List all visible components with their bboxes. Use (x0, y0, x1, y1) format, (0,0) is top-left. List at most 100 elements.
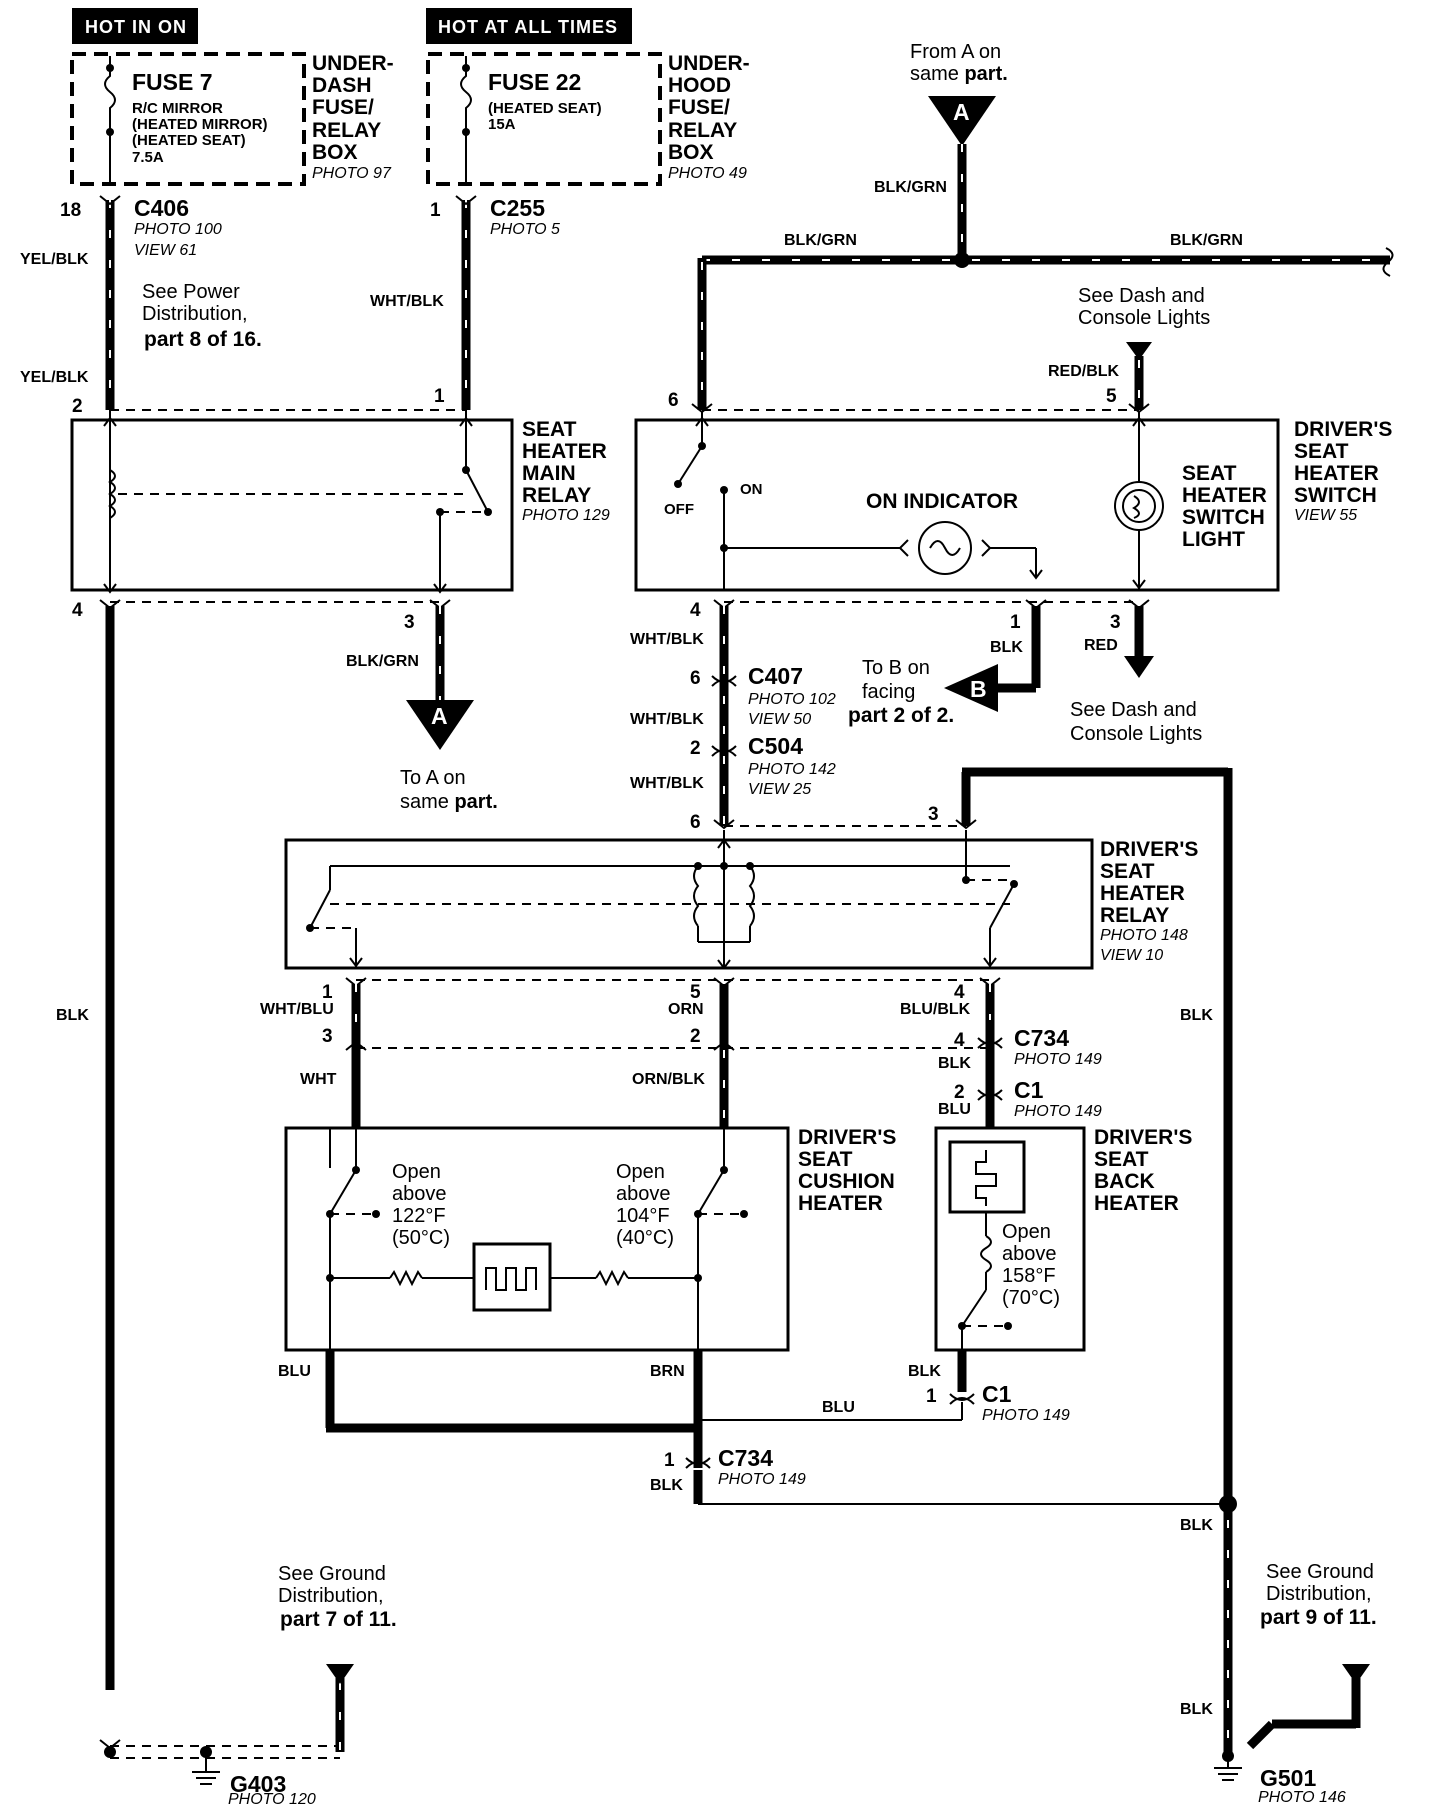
c734-bottom-connector: 1 C734 PHOTO 149 (664, 1445, 806, 1488)
underhood-l5: BOX (668, 141, 714, 164)
relay-photo: PHOTO 148 (1100, 927, 1188, 944)
underhood-l3: FUSE/ (668, 96, 730, 119)
wire-label-wht-blk-4: WHT/BLK (630, 775, 704, 792)
c407-view: VIEW 50 (748, 711, 811, 728)
cushion-t2c: 104°F (616, 1205, 670, 1227)
c406-pin: 18 (60, 200, 81, 221)
cushion-t2d: (40°C) (616, 1227, 674, 1249)
main-relay-l4: RELAY (522, 484, 591, 507)
fuse7-line1: R/C MIRROR (132, 100, 223, 117)
c1-bottom-connector: 1 C1 PHOTO 149 (926, 1381, 1070, 1424)
hot-at-all-times-label: HOT AT ALL TIMES (438, 17, 618, 37)
c734-bottom-pin: 1 (664, 1450, 675, 1471)
underdash-l5: BOX (312, 141, 358, 164)
back-td: (70°C) (1002, 1287, 1060, 1309)
wire-label-blk-left: BLK (56, 1007, 89, 1024)
ground-ref7-l3: part 7 of 11. (280, 1608, 397, 1631)
wire-label-brn: BRN (650, 1363, 685, 1380)
wire-label-blk-right-2: BLK (1180, 1517, 1213, 1534)
cushion-t2b: above (616, 1183, 671, 1205)
underdash-l2: DASH (312, 74, 372, 97)
c504-pin: 2 (690, 738, 701, 759)
to-a-l2a: same (400, 791, 454, 813)
c407-name: C407 (748, 663, 803, 689)
c406-view: VIEW 61 (134, 242, 197, 259)
switch-pin5: 5 (1106, 386, 1117, 407)
fuse7-name: FUSE 7 (132, 69, 213, 95)
to-a-l2b: part. (454, 791, 497, 813)
switch-pin3: 3 (1110, 612, 1121, 633)
underdash-fuse-box: FUSE 7 R/C MIRROR (HEATED MIRROR) (HEATE… (70, 52, 394, 186)
fuse7-line2: (HEATED MIRROR) (132, 116, 268, 133)
to-b-l1: To B on (862, 657, 930, 679)
main-relay-pin4: 4 (72, 600, 83, 621)
wire-label-red: RED (1084, 637, 1118, 654)
c504-name: C504 (748, 733, 803, 759)
from-a-letter: A (953, 99, 970, 125)
wire-label-wht-blu: WHT/BLU (260, 1001, 334, 1018)
dash-lights-reference-bottom: See Dash and Console Lights (1070, 699, 1202, 745)
c407-pin: 6 (690, 668, 701, 689)
switch-view: VIEW 55 (1294, 507, 1357, 524)
cushion-l2: SEAT (798, 1148, 853, 1171)
c1-top-photo: PHOTO 149 (1014, 1103, 1102, 1120)
c1-bottom-photo: PHOTO 149 (982, 1407, 1070, 1424)
back-l3: BACK (1094, 1170, 1155, 1193)
wire-label-blk-c734: BLK (938, 1055, 971, 1072)
fuse7-line3: (HEATED SEAT) (132, 132, 246, 149)
to-a-letter: A (431, 703, 448, 729)
wire-label-wht-blk-3: WHT/BLK (630, 711, 704, 728)
from-a-l2a: same (910, 63, 964, 85)
main-relay-pin1: 1 (434, 386, 445, 407)
relay-view: VIEW 10 (1100, 947, 1163, 964)
to-b-reference: B To B on facing part 2 of 2. (848, 657, 998, 727)
underhood-l4: RELAY (668, 119, 737, 142)
ground-ref-part7: See Ground Distribution, part 7 of 11. (278, 1563, 397, 1631)
to-a-flag (406, 700, 474, 750)
relay-pin3: 3 (928, 804, 939, 825)
wire-label-wht-blk-1: WHT/BLK (370, 293, 444, 310)
g501-ground: G501 PHOTO 146 (1258, 1765, 1346, 1804)
switch-pin6: 6 (668, 390, 679, 411)
wire-label-yel-blk-1: YEL/BLK (20, 251, 89, 268)
c406-name: C406 (134, 195, 189, 221)
c255-photo: PHOTO 5 (490, 221, 560, 238)
seat-heater-relay: DRIVER'S SEAT HEATER RELAY PHOTO 148 VIE… (284, 830, 1198, 970)
wire-label-blk-right-1: BLK (1180, 1007, 1213, 1024)
relay-pin1: 1 (322, 982, 333, 1003)
to-b-l2: facing (862, 681, 915, 703)
hot-in-on-header: HOT IN ON (72, 8, 198, 44)
c504-connector: 2 C504 PHOTO 142 VIEW 25 (690, 733, 836, 798)
c406-photo: PHOTO 100 (134, 221, 222, 238)
switch-l2: SEAT (1294, 440, 1349, 463)
switch-light-l1: SEAT (1182, 462, 1237, 485)
to-a-reference: A To A on same part. (400, 700, 498, 813)
relay-pin4: 4 (954, 982, 965, 1003)
to-a-l2: same part. (400, 791, 498, 813)
wire-label-blk-grn-top: BLK/GRN (874, 179, 947, 196)
switch-l1: DRIVER'S (1294, 418, 1392, 441)
switch-l4: SWITCH (1294, 484, 1377, 507)
to-b-letter: B (970, 676, 987, 702)
c255-pin: 1 (430, 200, 441, 221)
wire-label-orn: ORN (668, 1001, 704, 1018)
switch-light-l2: HEATER (1182, 484, 1267, 507)
switch-light-l3: SWITCH (1182, 506, 1265, 529)
on-indicator-lamp (918, 521, 972, 575)
cushion-l3: CUSHION (798, 1170, 895, 1193)
underdash-photo: PHOTO 97 (312, 165, 392, 182)
dash-ref1-l1: See Dash and (1078, 285, 1205, 307)
switch-l3: HEATER (1294, 462, 1379, 485)
c1-top-name: C1 (1014, 1077, 1044, 1103)
wire-label-yel-blk-2: YEL/BLK (20, 369, 89, 386)
c504-view: VIEW 25 (748, 781, 811, 798)
power-ref-l1: See Power (142, 281, 240, 303)
switch-pin1: 1 (1010, 612, 1021, 633)
dash-ref1-l2: Console Lights (1078, 307, 1210, 329)
back-l2: SEAT (1094, 1148, 1149, 1171)
g403-photo: PHOTO 120 (228, 1791, 316, 1804)
dash-ref2-l2: Console Lights (1070, 723, 1202, 745)
switch-pin4: 4 (690, 600, 701, 621)
ground-ref9-l3: part 9 of 11. (1260, 1606, 1377, 1629)
